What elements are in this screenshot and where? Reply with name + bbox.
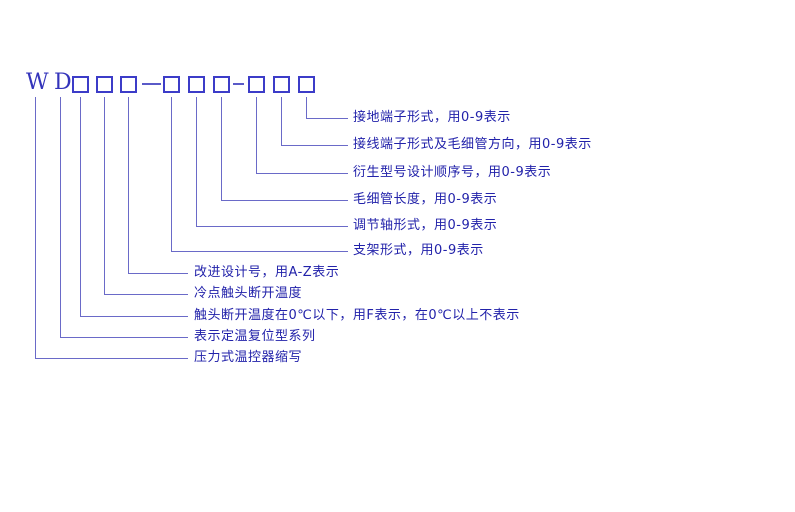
- spec-label-wiring-terminal: 接线端子形式及毛细管方向，用0-9表示: [353, 137, 592, 152]
- leader-line-8: [104, 97, 188, 295]
- code-box-3: [120, 76, 137, 93]
- code-box-6: [213, 76, 230, 93]
- code-box-8: [273, 76, 290, 93]
- spec-label-derived-sequence: 衍生型号设计顺序号，用0-9表示: [353, 165, 552, 180]
- spec-label-controller-abbrev: 压力式温控器缩写: [194, 350, 303, 365]
- code-letter-w: W: [26, 70, 49, 95]
- leader-line-6: [171, 97, 348, 252]
- leader-line-2: [281, 97, 348, 146]
- spec-label-capillary-length: 毛细管长度，用0-9表示: [353, 192, 498, 207]
- spec-label-contact-open-temp: 触头断开温度在0℃以下，用F表示，在0℃以上不表示: [194, 308, 520, 323]
- separator-dash-1: [142, 83, 161, 85]
- spec-label-adjust-shaft: 调节轴形式，用0-9表示: [353, 218, 498, 233]
- spec-label-cold-contact-temp: 冷点触头断开温度: [194, 286, 303, 301]
- code-box-5: [188, 76, 205, 93]
- leader-line-11: [35, 97, 188, 359]
- code-box-4: [163, 76, 180, 93]
- leader-line-7: [128, 97, 188, 274]
- spec-label-improved-design: 改进设计号，用A-Z表示: [194, 265, 340, 280]
- separator-dash-2: [233, 83, 244, 85]
- code-box-2: [96, 76, 113, 93]
- spec-label-ground-terminal: 接地端子形式，用0-9表示: [353, 110, 511, 125]
- leader-line-4: [221, 97, 348, 201]
- leader-line-5: [196, 97, 348, 227]
- leader-line-9: [80, 97, 188, 317]
- spec-label-reset-series: 表示定温复位型系列: [194, 329, 316, 344]
- code-box-9: [298, 76, 315, 93]
- code-letter-d: D: [54, 70, 72, 95]
- code-box-7: [248, 76, 265, 93]
- leader-line-3: [256, 97, 348, 174]
- code-box-1: [72, 76, 89, 93]
- leader-line-10: [60, 97, 188, 338]
- spec-label-bracket-form: 支架形式，用0-9表示: [353, 243, 484, 258]
- leader-line-1: [306, 97, 348, 119]
